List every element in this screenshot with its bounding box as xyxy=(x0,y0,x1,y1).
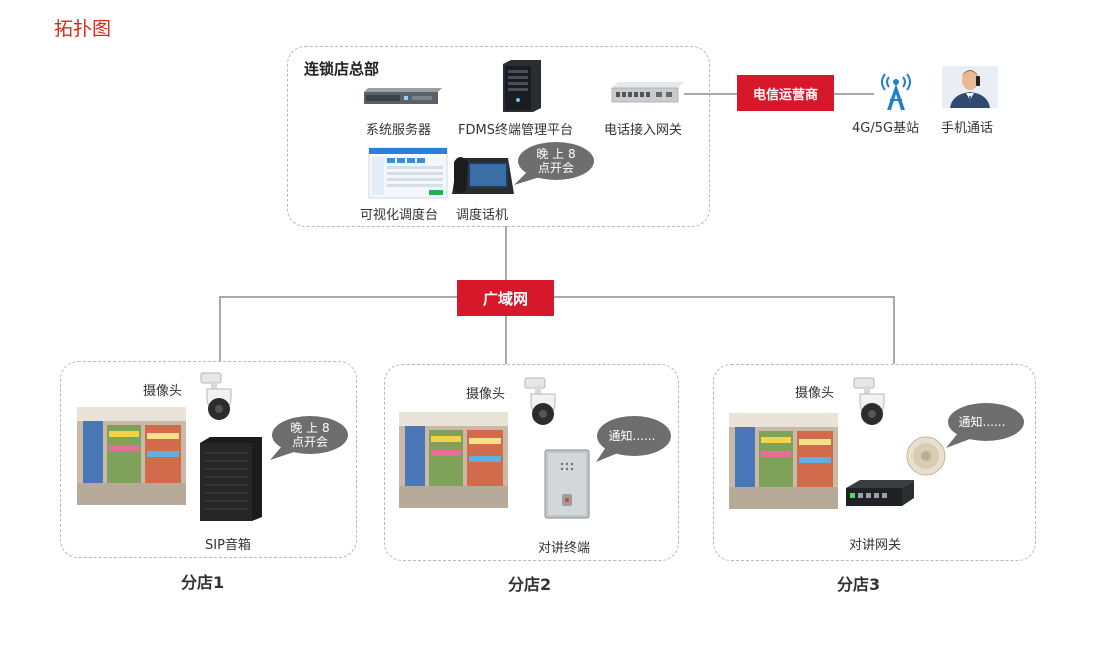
branch-1-camera-label: 摄像头 xyxy=(143,384,183,399)
hq-speech-bubble xyxy=(514,142,594,185)
rack-server-icon xyxy=(364,88,442,104)
dispatch-phone-label: 调度话机 xyxy=(456,208,509,223)
wan-label: 广域网 xyxy=(482,289,528,308)
store-photo xyxy=(77,407,186,505)
mobile-call-label: 手机通话 xyxy=(941,121,994,136)
branch-3-bubble-text: 通知...... xyxy=(958,415,1006,429)
phone-gateway-label: 电话接入网关 xyxy=(604,123,683,138)
mobile-caller-icon xyxy=(942,66,998,108)
branch-1-device-label: SIP音箱 xyxy=(205,538,251,553)
dome-camera-icon xyxy=(853,377,885,425)
connector-wan-horizontal xyxy=(219,296,894,298)
dome-camera-icon xyxy=(200,372,232,420)
branch-1-speech-bubble xyxy=(270,416,348,460)
sip-speaker-icon xyxy=(200,437,262,521)
branch-1-name: 分店1 xyxy=(181,573,225,592)
base-station-label: 4G/5G基站 xyxy=(852,121,920,136)
store-photo xyxy=(399,412,508,508)
intercom-gateway-icon xyxy=(846,480,914,506)
branch-2-speech-bubble xyxy=(596,416,671,462)
page-title: 拓扑图 xyxy=(54,18,112,40)
connector-telecom-to-station xyxy=(834,93,874,95)
telecom-operator-box: 电信运营商 xyxy=(737,75,834,111)
tower-server-icon xyxy=(503,60,541,112)
dispatch-console-screen-icon xyxy=(368,147,448,199)
branch-3-camera-label: 摄像头 xyxy=(795,386,835,401)
intercom-terminal-icon xyxy=(544,449,590,519)
headquarters-title: 连锁店总部 xyxy=(304,60,380,78)
branch-3-device-label: 对讲网关 xyxy=(849,538,902,553)
connector-branch2 xyxy=(505,316,507,364)
ceiling-speaker-icon xyxy=(906,436,946,476)
hq-bubble-text: 晚 上 8 点开会 xyxy=(536,147,576,175)
phone-gateway-icon xyxy=(611,82,684,103)
branch-2-camera-label: 摄像头 xyxy=(466,387,506,402)
cell-tower-icon xyxy=(881,73,911,110)
branch-3-panel xyxy=(713,364,1036,561)
branch-1-panel xyxy=(60,361,357,558)
telecom-operator-label: 电信运营商 xyxy=(752,87,818,103)
dome-camera-icon xyxy=(524,377,556,425)
connector-hq-to-wan xyxy=(505,226,507,282)
branch-3-speech-bubble xyxy=(946,403,1024,448)
system-server-label: 系统服务器 xyxy=(366,123,432,138)
wan-box: 广域网 xyxy=(457,280,554,316)
store-photo xyxy=(729,413,838,509)
branch-2-device-label: 对讲终端 xyxy=(538,541,591,556)
connector-branch1 xyxy=(219,296,221,362)
branch-2-name: 分店2 xyxy=(508,575,552,594)
branch-2-panel xyxy=(384,364,679,561)
fdms-platform-label: FDMS终端管理平台 xyxy=(458,123,573,138)
visual-console-label: 可视化调度台 xyxy=(360,208,439,223)
branch-2-bubble-text: 通知...... xyxy=(608,429,656,443)
branch-1-bubble-text: 晚 上 8 点开会 xyxy=(290,421,330,449)
dispatch-phone-icon xyxy=(452,157,514,194)
headquarters-panel xyxy=(287,46,710,227)
connector-gateway-to-telecom xyxy=(684,93,737,95)
connector-branch3 xyxy=(893,296,895,364)
branch-3-name: 分店3 xyxy=(837,575,881,594)
